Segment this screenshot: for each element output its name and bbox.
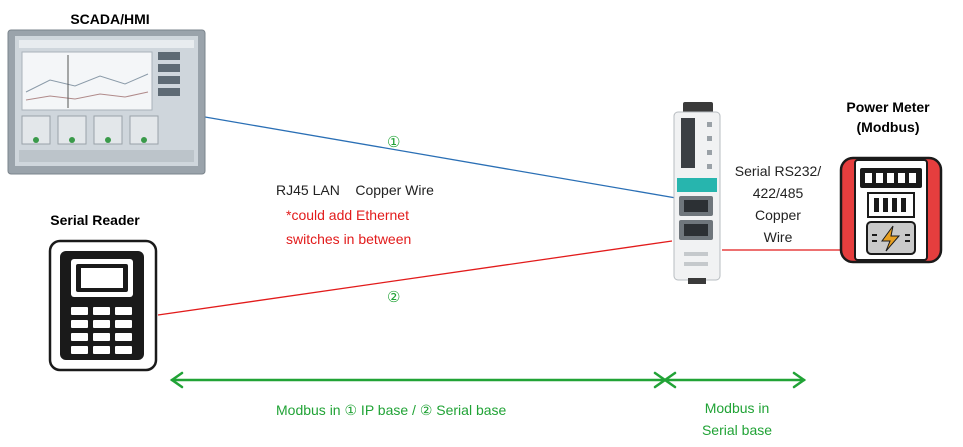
serial-reader-icon [48,239,158,372]
serial-label: Serial RS232/ 422/485 Copper Wire [722,160,834,248]
lan-label: RJ45 LAN Copper Wire [276,182,434,198]
gateway-device-icon [673,102,721,284]
serial-reader-title: Serial Reader [50,212,140,228]
ethernet-note-line2: switches in between [286,231,412,247]
ip-link-marker: ① [387,134,401,151]
power-meter-title-line2: (Modbus) [856,119,920,135]
power-meter-title: Power Meter (Modbus) [818,99,958,135]
power-meter-title-line1: Power Meter [846,99,930,115]
span-arrow-right [662,371,807,389]
serial-label-line1: Serial RS232/ [734,163,822,179]
serial-label-line2: 422/485 [752,185,804,201]
span-arrow-left [169,371,668,389]
serial-link-line [157,240,673,316]
span-label-right-line1: Modbus in [704,400,770,416]
span-label-right: Modbus in Serial base [682,397,792,441]
ethernet-note-line1: *could add Ethernet [286,207,409,223]
span-label-right-line2: Serial base [701,422,773,438]
ip-link-line [204,116,677,199]
power-meter-icon [839,156,943,264]
serial-link-marker: ② [387,289,401,306]
span-label-left: Modbus in ① IP base / ② Serial base [276,402,507,418]
scada-hmi-title: SCADA/HMI [70,11,150,27]
serial-label-line3: Copper [755,207,801,223]
serial-label-line4: Wire [763,229,793,245]
scada-hmi-icon [7,29,206,175]
